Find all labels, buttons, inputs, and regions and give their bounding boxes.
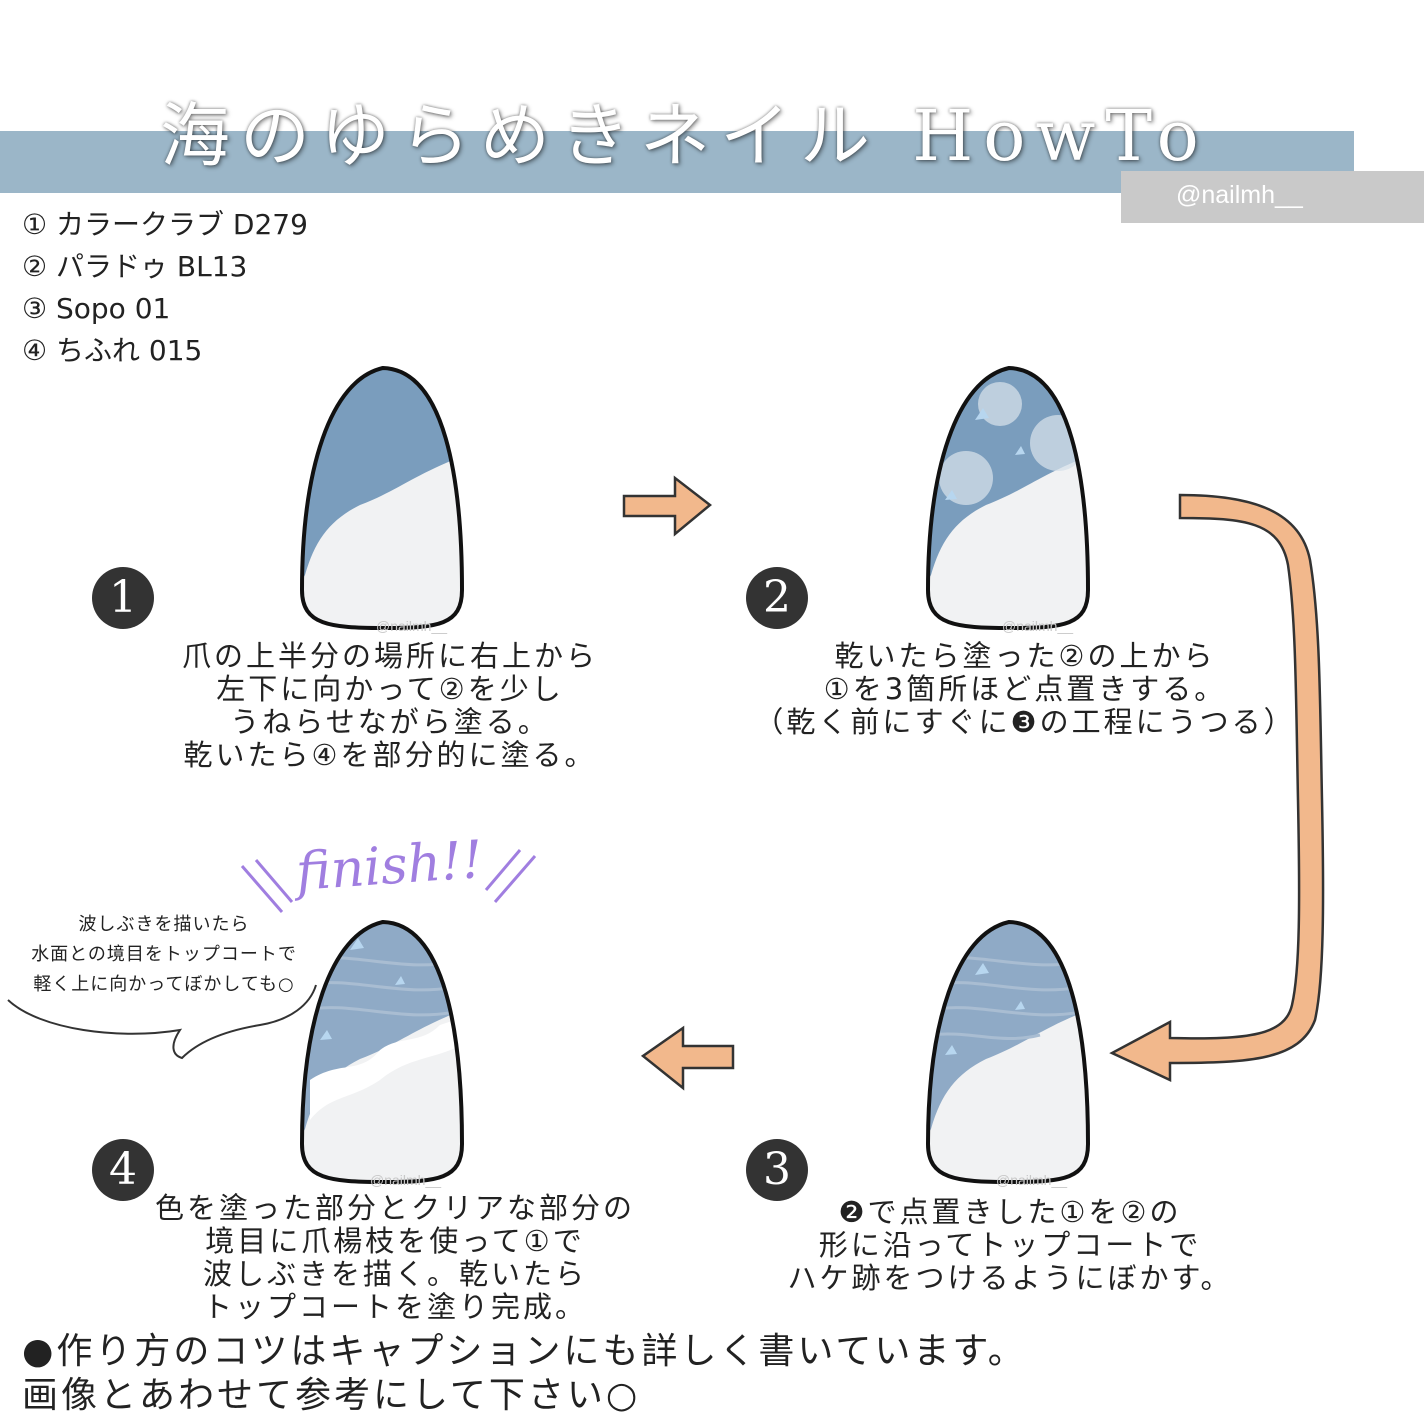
page-title: 海のゆらめきネイル HowTo	[160, 95, 1209, 177]
step-3-instructions: ❷で点置きした①を②の 形に沿ってトップコートで ハケ跡をつけるようにぼかす。	[760, 1196, 1260, 1295]
nail-step-1	[302, 368, 462, 628]
step-2-line: （乾く前にすぐに❸の工程にうつる）	[754, 705, 1296, 739]
step-1-line: うねらせながら塗る。	[230, 705, 550, 739]
step-4-instructions: 色を塗った部分とクリアな部分の 境目に爪楊枝を使って①で 波しぶきを描く。乾いた…	[120, 1192, 670, 1324]
step-badge-1: 1	[92, 567, 154, 629]
step-4-line: トップコートを塗り完成。	[202, 1290, 587, 1324]
step-2-instructions: 乾いたら塗った②の上から ①を3箇所ほど点置きする。 （乾く前にすぐに❸の工程に…	[740, 640, 1310, 739]
nail-outline-1	[299, 365, 465, 631]
footer-note: ●作り方のコツはキャプションにも詳しく書いています。 画像とあわせて参考にして下…	[22, 1330, 1322, 1418]
handle-box	[1121, 171, 1424, 223]
step-3-line: 形に沿ってトップコートで	[818, 1228, 1202, 1262]
step-3-line: ❷で点置きした①を②の	[838, 1195, 1182, 1229]
nail-watermark: @nailmh__	[370, 1172, 442, 1188]
footer-line: ●作り方のコツはキャプションにも詳しく書いています。	[22, 1331, 1027, 1372]
nail-outline-3	[925, 919, 1091, 1185]
tip-bubble: 波しぶきを描いたら 水面との境目をトップコートで 軽く上に向かってぼかしても○	[6, 910, 322, 1000]
footer-line: 画像とあわせて参考にして下さい○	[22, 1375, 641, 1416]
nail-watermark: @nailmh__	[1002, 618, 1074, 634]
step-4-line: 波しぶきを描く。乾いたら	[202, 1257, 587, 1291]
step-1-line: 爪の上半分の場所に右上から	[181, 639, 598, 673]
nail-watermark: @nailmh__	[376, 618, 448, 634]
tip-line: 軽く上に向かってぼかしても○	[33, 974, 295, 995]
material-item: ① カラークラブ D279	[22, 208, 308, 241]
step-4-line: 境目に爪楊枝を使って①で	[205, 1224, 585, 1258]
materials-list: ① カラークラブ D279 ② パラドゥ BL13 ③ Sopo 01 ④ ちふ…	[22, 204, 442, 372]
nail-step-2	[928, 368, 1088, 628]
step-4-line: 色を塗った部分とクリアな部分の	[154, 1191, 635, 1225]
speech-bubble-outline	[7, 984, 317, 1060]
step-2-line: ①を3箇所ほど点置きする。	[823, 672, 1227, 706]
step-1-instructions: 爪の上半分の場所に右上から 左下に向かって②を少し うねらせながら塗る。 乾いた…	[150, 640, 630, 772]
nail-watermark: @nailmh__	[996, 1172, 1068, 1188]
nail-step-3	[928, 922, 1088, 1182]
material-item: ② パラドゥ BL13	[22, 250, 248, 283]
material-item: ③ Sopo 01	[22, 292, 171, 325]
arrow-curved-down	[1109, 493, 1325, 1082]
step-badge-3: 3	[746, 1139, 808, 1201]
finish-slashes	[240, 849, 537, 913]
nail-outline-2	[925, 365, 1091, 631]
step-badge-4: 4	[92, 1139, 154, 1201]
step-3-line: ハケ跡をつけるようにぼかす。	[787, 1261, 1233, 1295]
step-badge-2: 2	[746, 567, 808, 629]
material-item: ④ ちふれ 015	[22, 334, 203, 367]
step-1-line: 乾いたら④を部分的に塗る。	[183, 738, 597, 772]
author-handle: @nailmh__	[1176, 181, 1303, 209]
step-1-line: 左下に向かって②を少し	[216, 672, 564, 706]
nail-outline-4	[299, 919, 465, 1185]
tip-line: 水面との境目をトップコートで	[31, 944, 297, 965]
arrow-right	[622, 475, 713, 537]
step-2-line: 乾いたら塗った②の上から	[834, 639, 1216, 673]
tip-line: 波しぶきを描いたら	[78, 914, 250, 935]
arrow-left	[640, 1025, 735, 1091]
